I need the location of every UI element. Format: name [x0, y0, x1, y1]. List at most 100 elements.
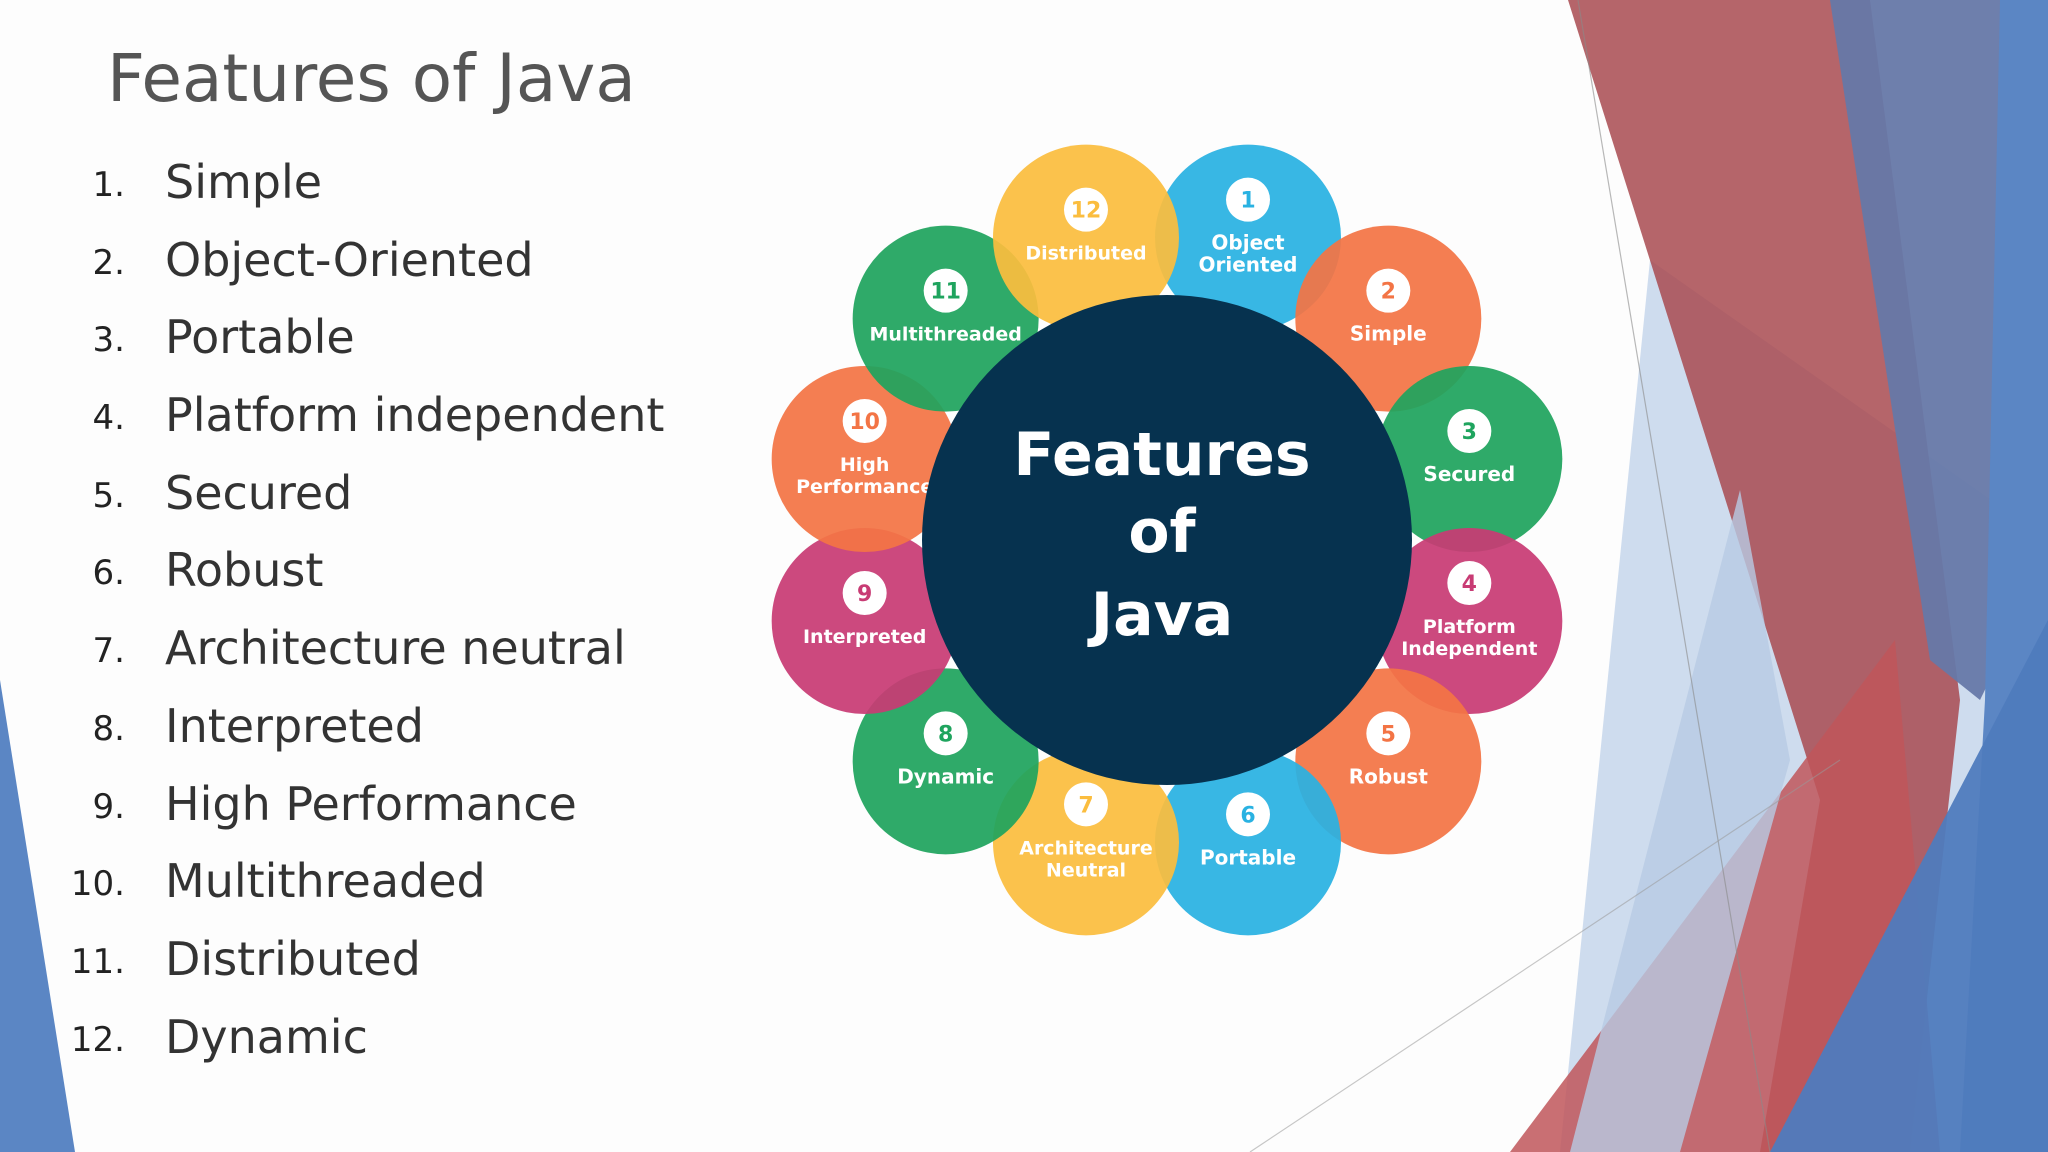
petal-circle: [1155, 749, 1342, 936]
petal-number-badge: [1063, 782, 1108, 827]
petal-number-badge: [1447, 561, 1492, 606]
list-item-number: 1.: [92, 165, 125, 205]
petal-number: 11: [930, 280, 961, 305]
petal-number-badge: [1063, 187, 1108, 232]
right-decor-blue-lower: [1770, 620, 2048, 1152]
list-item: 4. Platform independent: [0, 378, 680, 456]
petal-label: Robust: [1349, 764, 1429, 788]
petal-number-badge: [923, 268, 968, 313]
list-item-text: Platform independent: [165, 388, 665, 443]
petal-label: Multithreaded: [870, 324, 1022, 346]
list-item-number: 12.: [70, 1019, 125, 1060]
decor-line-2: [1249, 759, 1841, 1152]
list-item: 5. Secured: [0, 456, 680, 534]
list-item-number: 4.: [92, 398, 125, 439]
petal-label: Simple: [1350, 322, 1427, 346]
petal-label: Object: [1211, 231, 1285, 255]
petal-label: Portable: [1200, 845, 1296, 869]
list-item: 8. Interpreted: [0, 689, 680, 767]
petal-number: 1: [1240, 189, 1255, 214]
list-item: 7. Architecture neutral: [0, 611, 680, 689]
petal-label: Distributed: [1025, 243, 1146, 265]
center-title-line: Java: [1087, 580, 1233, 650]
list-item: 11.Distributed: [0, 922, 680, 1000]
list-item-number: 2.: [92, 242, 125, 283]
list-item-text: Portable: [165, 310, 355, 365]
list-item: 1. Simple: [0, 145, 680, 223]
petal-label: Platform: [1423, 616, 1516, 638]
list-item-number: 11.: [70, 941, 125, 982]
petal-number-badge: [1226, 177, 1271, 222]
decor-line-1: [1577, 0, 1771, 1152]
center-circle: [922, 295, 1412, 785]
petal-label: Architecture: [1019, 837, 1152, 859]
list-item-text: Simple: [165, 155, 323, 209]
list-item-text: Multithreaded: [165, 854, 486, 909]
list-item: 12. Dynamic: [0, 1000, 680, 1078]
list-item-number: 3.: [92, 320, 125, 361]
list-item: 10. Multithreaded: [0, 844, 680, 922]
petal-circle: [852, 668, 1039, 855]
list-item-text: Interpreted: [165, 698, 424, 753]
petal-circle: [1295, 668, 1482, 855]
petal-number: 10: [849, 410, 880, 435]
list-item-number: 5.: [92, 475, 125, 516]
feature-petals: 1ObjectOriented2Simple3Secured4PlatformI…: [771, 144, 1563, 936]
list-item-number: 6.: [92, 553, 125, 594]
petal-number: 12: [1071, 199, 1102, 224]
list-item-text: Object-Oriented: [165, 232, 534, 287]
petal-number-badge: [1366, 268, 1411, 313]
list-item-text: Dynamic: [165, 1009, 368, 1064]
petal-number-badge: [1366, 711, 1411, 756]
list-item-text: Architecture neutral: [165, 621, 626, 676]
petal-label: Neutral: [1046, 859, 1126, 881]
center-title-line: Features: [1013, 420, 1310, 490]
list-item: 9. High Performance: [0, 767, 680, 845]
list-item-number: 10.: [70, 864, 125, 905]
petal-circle: [992, 749, 1179, 936]
petal-circle: [1376, 365, 1563, 552]
petal-number: 7: [1078, 793, 1093, 818]
list-item-text: High Performance: [165, 776, 577, 831]
petal-number-badge: [1447, 408, 1492, 453]
petal-number: 3: [1462, 420, 1477, 445]
list-item-number: 8.: [92, 708, 125, 749]
petal-circle: [771, 365, 958, 552]
list-item: 3. Portable: [0, 300, 680, 378]
slide-title: Features of Java: [107, 40, 636, 117]
petal-circle: [852, 225, 1039, 412]
petal-number-badge: [842, 571, 887, 616]
list-item: 6. Robust: [0, 533, 680, 611]
petal-number-badge: [1226, 792, 1271, 837]
petal-label: Independent: [1401, 638, 1537, 660]
center-title-line: of: [1128, 497, 1196, 567]
petal-label: High: [840, 454, 890, 476]
petal-number: 4: [1462, 572, 1477, 597]
petal-label: Secured: [1423, 462, 1515, 486]
petal-circle: [1295, 225, 1482, 412]
list-item-text: Robust: [165, 543, 324, 598]
list-item-text: Secured: [165, 465, 353, 520]
petal-number: 6: [1240, 803, 1255, 828]
list-item-number: 7.: [92, 631, 125, 672]
right-decor-light-sliver: [1570, 490, 1790, 1152]
petal-circle: [771, 528, 958, 715]
list-item: 2. Object-Oriented: [0, 223, 680, 301]
petal-number: 2: [1381, 280, 1396, 305]
petal-number-badge: [842, 398, 887, 443]
petal-label: Performance: [796, 476, 933, 498]
petal-circle: [992, 144, 1179, 331]
list-item-number: 9.: [92, 786, 125, 827]
